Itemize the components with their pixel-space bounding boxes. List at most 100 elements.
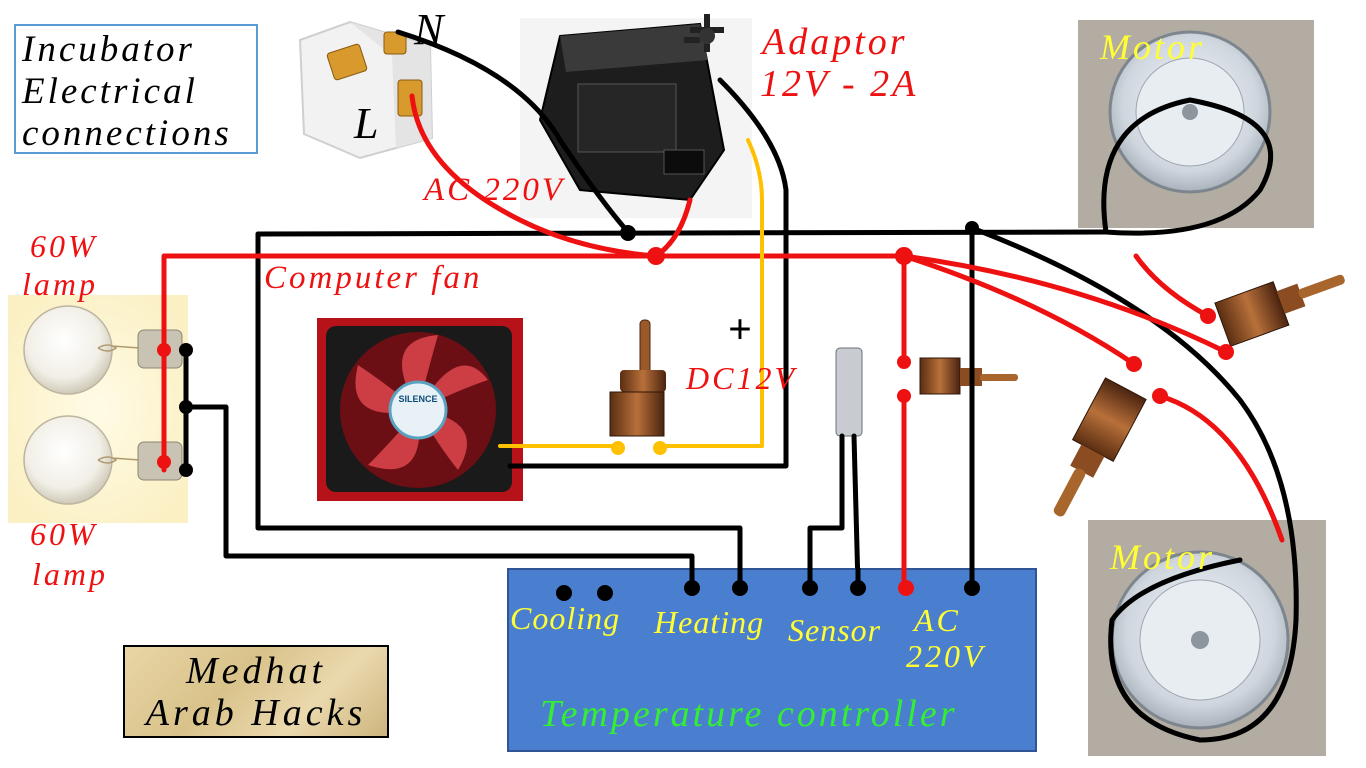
computer-fan-label: Computer fan [264,260,483,296]
junction-switch-top [897,355,911,369]
motor-top [1078,20,1314,228]
wire-to-motor-switch-top [901,253,1229,355]
dc-plus-sign: + [728,307,755,353]
fan-switch-lever [639,319,651,379]
lamps-group [8,295,188,523]
wire-motor-bottom-loop [1108,557,1299,743]
title-line-3: connections [22,113,232,154]
lamp-top-filament [97,344,141,352]
controller-ac-label-line1: AC [914,602,961,638]
lamp-top [23,305,183,395]
wire-motor-switch-top-to-motor [1133,253,1211,319]
adaptor-label-line1: Adaptor [762,21,908,63]
motor-top-shaft [1182,104,1198,120]
controller-cooling-label: Cooling [510,600,621,636]
junction-live-right [895,247,913,265]
controller-name-label: Temperature controller [540,693,958,735]
adaptor-label-plate [577,83,677,153]
motor-bottom-shaft [1191,631,1209,649]
fan-switch-body [609,391,665,437]
neutral-wires [183,29,1299,743]
wire-motor-top-loop [1101,97,1273,236]
credit-box: Medhat Arab Hacks [123,645,389,738]
motor-bottom [1088,520,1326,756]
junction-lamp-mid-neutral [179,400,193,414]
lamp-top-label-watt: 60W [30,228,98,264]
wire-neutral-left-drop [255,231,743,589]
plug-earth-pin [326,43,368,81]
mains-plug [298,20,434,160]
dc-wires [498,138,764,448]
lamp-bottom-filament [97,456,141,464]
lamp-switch-body [919,357,961,395]
sensor-probe-body [835,347,863,437]
wire-sensor-left [807,433,845,589]
fan-switch-collar [620,370,666,392]
dc-voltage-label: DC12V [686,360,797,396]
lamp-top-label-name: lamp [22,266,98,302]
wire-motor-switch-bottom-to-motor [1157,393,1285,543]
motor-switch-top-lever [1298,274,1345,299]
junction-lamp-bottom-live [157,455,171,469]
motor-switch-top-collar [1276,283,1306,314]
controller-ac-label-line2: 220V [906,638,986,674]
wire-to-motor-switch-bottom [901,253,1137,367]
fan-toggle-switch[interactable] [609,319,666,437]
computer-fan: SILENCE [317,318,523,501]
junction-motor-switch-top-b [1218,344,1234,360]
wire-sensor-right [851,433,861,589]
wire-dc-positive [658,138,764,448]
temperature-controller [507,568,1037,752]
junction-lamp-top-neutral [179,343,193,357]
adaptor-highlight [560,24,708,72]
lamp-top-bulb [23,305,113,395]
credit-line-2: Arab Hacks [145,692,367,734]
plug-neutral-label: N [414,5,447,54]
wire-plug-live [409,93,659,259]
wire-adaptor-black [507,77,789,469]
lamp-bottom [23,415,183,505]
junction-neutral-main [620,225,636,241]
diagram-title-box: Incubator Electrical connections [14,24,258,154]
temperature-sensor-probe [835,347,863,437]
junction-neutral-right [965,221,979,235]
adaptor-tip-hub [699,28,715,44]
title-line-2: Electrical [22,71,198,112]
title-line-1: Incubator [22,29,195,70]
adaptor-device [520,14,752,218]
junction-motor-switch-bottom-a [1126,356,1142,372]
motor-switch-bottom-lever [1053,468,1086,517]
junction-motor-switch-bottom-b [1152,388,1168,404]
wire-controller-ac-neutral [969,225,1299,623]
motor-bottom-label: Motor [1110,537,1215,577]
motor-switch-bottom[interactable] [1038,377,1147,527]
junction-switch-bottom [897,389,911,403]
junction-live-main [647,247,665,265]
lamp-bottom-label-watt: 60W [30,516,98,552]
adaptor-output-socket [663,149,705,175]
junction-lamp-top-live [157,343,171,357]
lamp-bottom-bulb [23,415,113,505]
wire-plug-neutral-to-junction [395,29,631,235]
motor-top-label: Motor [1100,27,1205,67]
lamp-switch[interactable] [919,357,1018,395]
junction-fan-switch-right [653,441,667,455]
controller-sensor-label: Sensor [788,612,882,648]
plug-live-label: L [354,99,382,148]
credit-line-1: Medhat [185,650,327,692]
wire-neutral-bus [255,229,1109,237]
motor-switch-top[interactable] [1214,259,1353,347]
junction-lamp-bottom-neutral [179,463,193,477]
plug-neutral-pin [383,31,407,55]
ac-input-label: AC 220V [424,172,566,208]
junction-fan-switch-left [611,441,625,455]
junction-motor-switch-top-a [1200,308,1216,324]
controller-heating-label: Heating [654,604,765,640]
lamp-switch-lever [980,374,1018,381]
fan-brand-label: SILENCE [398,394,437,404]
adaptor-label-line2: 12V - 2A [760,63,919,105]
fan-hub [388,380,448,440]
junction-dots [157,221,1234,477]
